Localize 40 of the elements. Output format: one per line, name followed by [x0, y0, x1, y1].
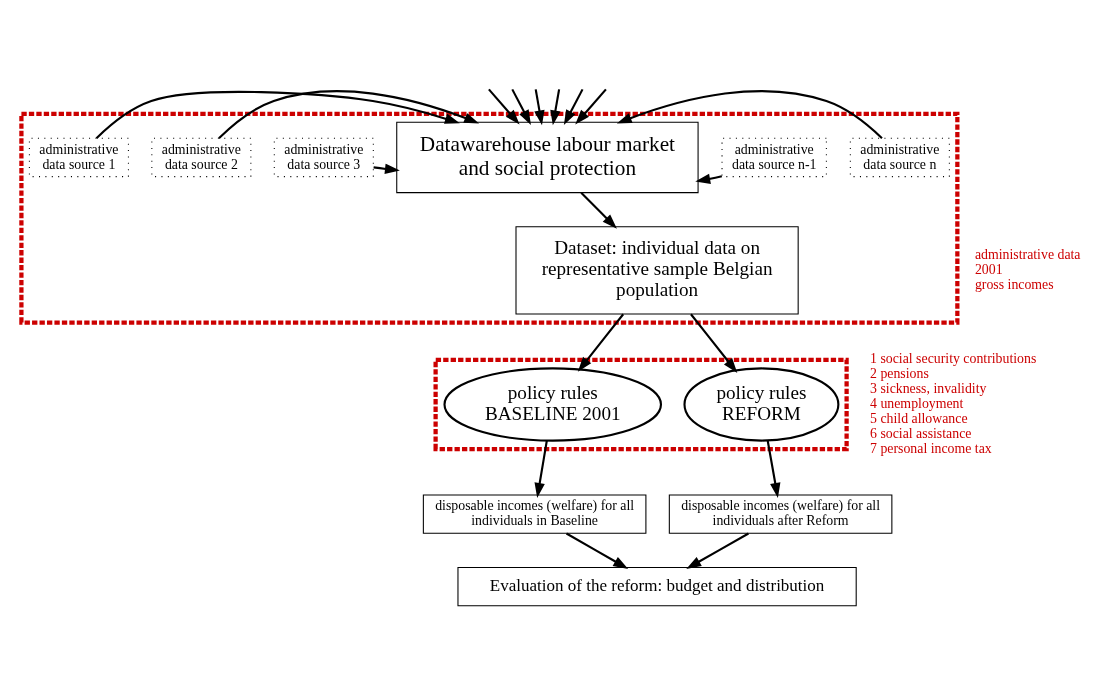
label: 2 pensions [870, 365, 929, 381]
label: 7 personal income tax [870, 440, 992, 456]
arrow [563, 88, 584, 125]
arrow [488, 88, 520, 125]
label: 5 child allowance [870, 410, 968, 426]
arrow [373, 163, 400, 174]
label: gross incomes [974, 276, 1054, 292]
arrow [218, 89, 480, 139]
node-box: Evaluation of the reform: budget and distribution [457, 566, 857, 606]
node-box: administrative data source n [849, 137, 950, 177]
arrow [95, 90, 460, 139]
label: 4 unemployment [870, 395, 964, 411]
arrow [577, 313, 625, 372]
label: 1 social security contributions [870, 350, 1037, 366]
label: 2001 [974, 261, 1003, 277]
arrow [534, 440, 548, 498]
arrow [550, 88, 561, 125]
node-box: administrative data source 2 [151, 137, 252, 177]
node-box: disposable incomes (welfare) for all individuals after Reform [668, 493, 893, 534]
label: 6 social assistance [870, 425, 972, 441]
arrow [534, 88, 545, 125]
arrow [511, 88, 531, 125]
node-box: administrative data source n-1 [721, 137, 827, 177]
arrow [565, 532, 629, 569]
arrow [580, 191, 617, 229]
node-box: Datawarehouse labour market and social protection [396, 121, 699, 193]
node-ellipse: policy rules REFORM [683, 366, 840, 442]
node-box: administrative data source 1 [28, 137, 129, 177]
arrow [575, 88, 607, 125]
arrow [690, 313, 738, 373]
arrow [766, 440, 781, 498]
node-ellipse: policy rules BASELINE 2001 [443, 366, 663, 442]
node-box: administrative data source 3 [273, 137, 374, 177]
arrow [616, 89, 883, 139]
arrow [686, 532, 749, 569]
label: 3 sickness, invalidity [870, 380, 987, 396]
node-box: Dataset: individual data on representative sample Belgian population [515, 225, 799, 314]
label: administrative data [974, 246, 1081, 262]
node-box: disposable incomes (welfare) for all individuals in Baseline [422, 493, 647, 534]
arrow [695, 173, 723, 184]
